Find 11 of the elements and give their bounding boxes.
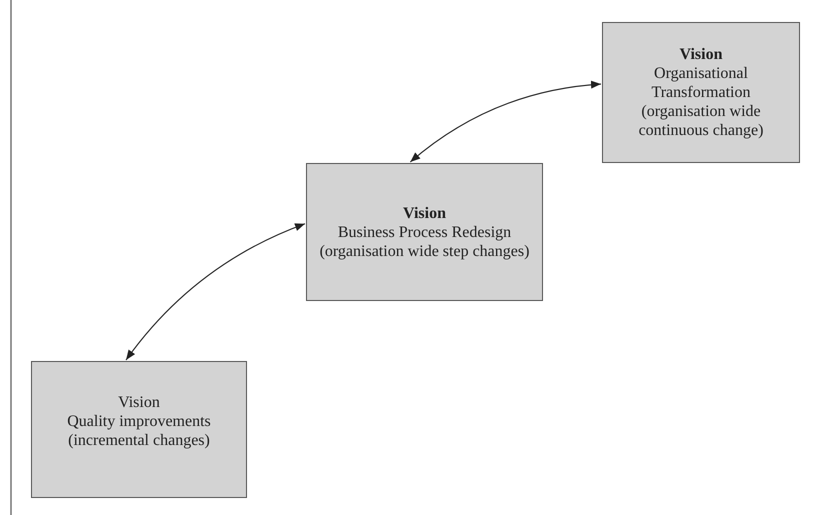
curved-arrow bbox=[410, 80, 602, 162]
box-heading: Vision bbox=[680, 45, 722, 64]
box-text: Business Process Redesign (organisation wide step changes) bbox=[318, 222, 530, 260]
process-box bbox=[31, 361, 247, 498]
box-text: Quality improvements (incremental changes) bbox=[66, 412, 212, 450]
process-box bbox=[306, 163, 543, 301]
box-heading: Vision bbox=[403, 204, 446, 222]
process-box bbox=[602, 22, 800, 163]
box-heading: Vision bbox=[118, 393, 160, 412]
curved-arrow bbox=[126, 223, 306, 360]
box-text: Organisational Transformation (organisation wide continuous change) bbox=[638, 64, 764, 140]
